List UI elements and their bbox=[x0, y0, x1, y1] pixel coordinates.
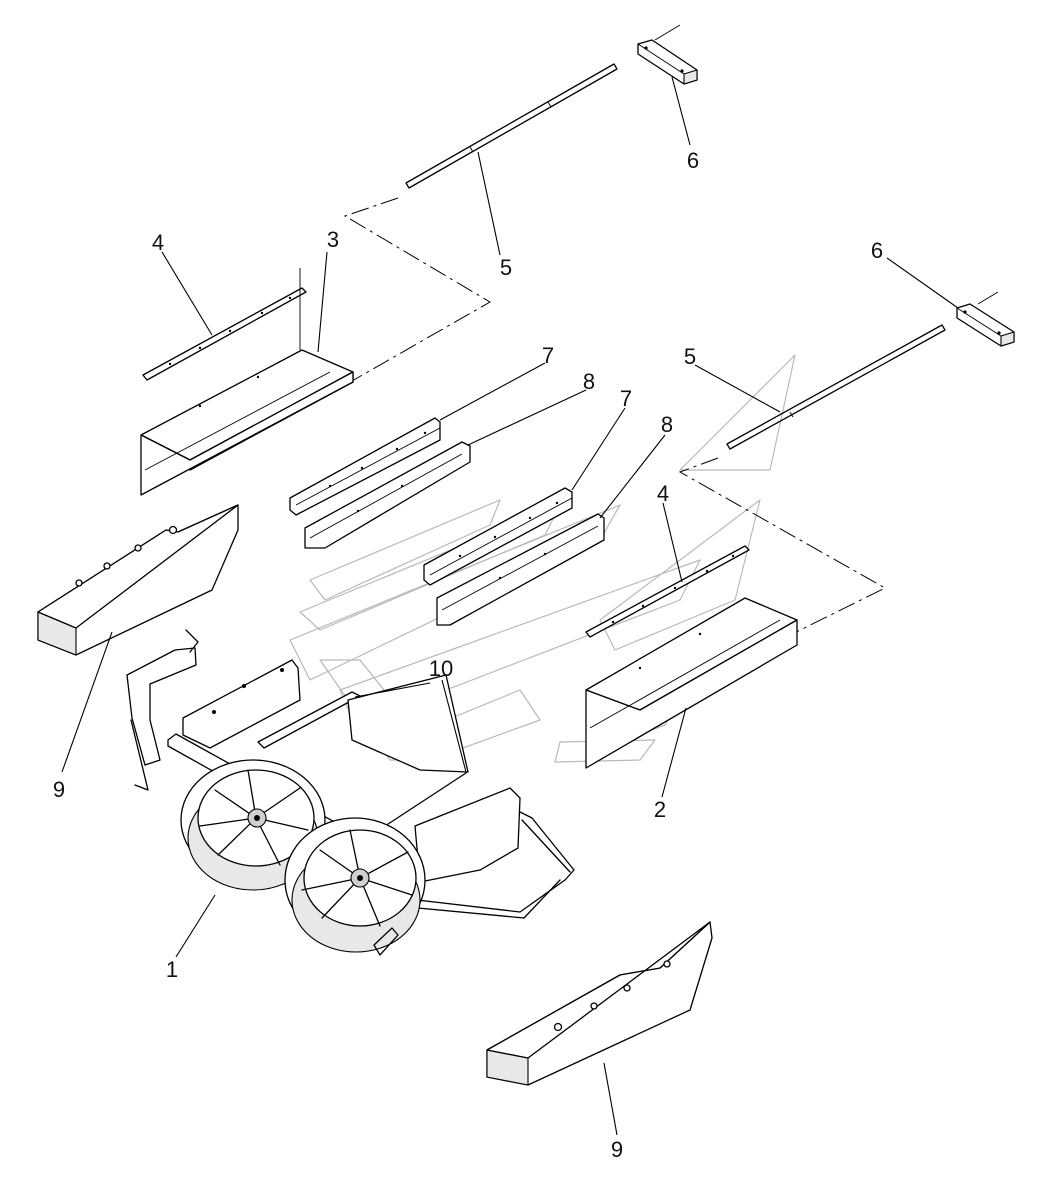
rod-5-upper bbox=[405, 24, 681, 189]
bracket-6-right bbox=[956, 303, 1015, 347]
callout-9-lower: 9 bbox=[611, 1137, 623, 1162]
panel-3 bbox=[140, 268, 354, 496]
callout-8-middle: 8 bbox=[661, 412, 673, 437]
spinner-disc-right bbox=[284, 817, 426, 956]
strip-4-upper bbox=[142, 287, 307, 381]
callout-1: 1 bbox=[166, 957, 178, 982]
callout-5-right: 5 bbox=[684, 344, 696, 369]
callout-4-upper: 4 bbox=[152, 230, 164, 255]
callout-7-left: 7 bbox=[542, 343, 554, 368]
callout-10: 10 bbox=[429, 656, 453, 681]
panel-2 bbox=[585, 597, 798, 769]
callout-4-right: 4 bbox=[657, 481, 669, 506]
callout-labels: 6 5 3 4 6 5 7 8 7 8 4 10 2 9 1 9 bbox=[53, 148, 883, 1162]
callout-6-upper: 6 bbox=[687, 148, 699, 173]
leader-lines bbox=[61, 76, 959, 1136]
callout-2: 2 bbox=[654, 797, 666, 822]
shield-9-upper bbox=[37, 504, 239, 656]
rod-5-right bbox=[726, 291, 999, 450]
shield-9-lower bbox=[486, 921, 713, 1086]
callout-6-right: 6 bbox=[871, 238, 883, 263]
angle-7-left bbox=[289, 417, 441, 516]
angle-7-middle bbox=[423, 487, 573, 586]
callout-8-left: 8 bbox=[583, 369, 595, 394]
strip-4-right bbox=[585, 545, 750, 638]
callout-7-middle: 7 bbox=[620, 386, 632, 411]
spreader-assembly bbox=[126, 629, 575, 956]
centerline-upper bbox=[343, 197, 491, 386]
callout-9-upper: 9 bbox=[53, 777, 65, 802]
spinner-disc-left bbox=[180, 759, 326, 891]
callout-3: 3 bbox=[327, 227, 339, 252]
plate-8-left bbox=[304, 441, 471, 549]
centerline-right bbox=[678, 457, 887, 651]
callout-5-upper: 5 bbox=[500, 255, 512, 280]
plate-8-middle bbox=[436, 513, 605, 626]
bracket-6-upper bbox=[637, 39, 698, 85]
